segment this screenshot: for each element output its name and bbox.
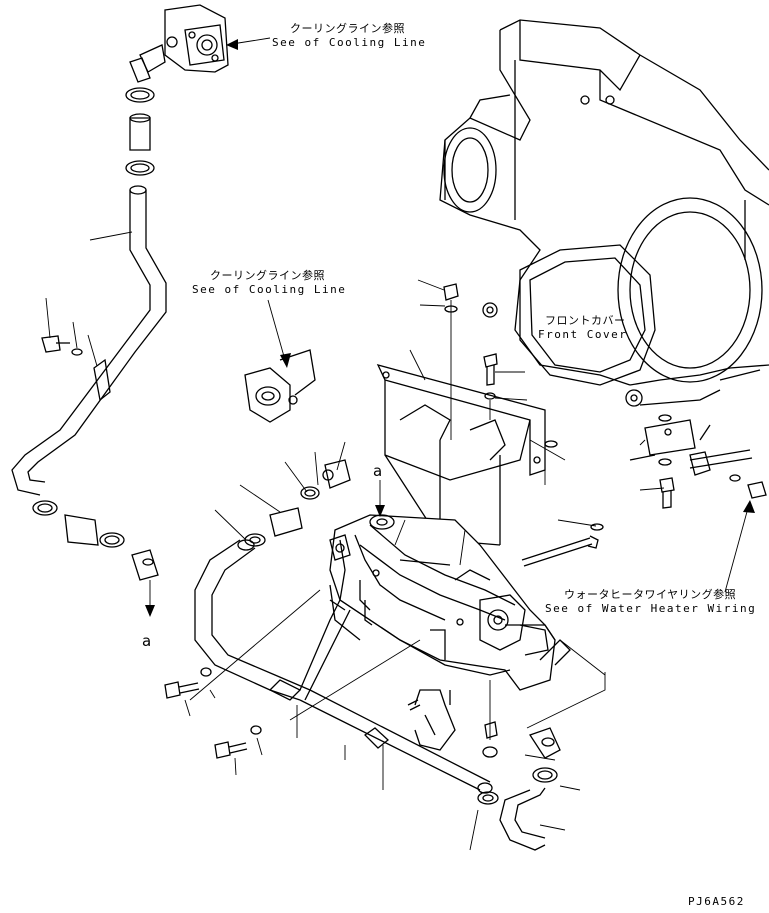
front-cover-jp: フロントカバー: [545, 314, 626, 327]
heater-wiring-jp: ウォータヒータワイヤリング参照: [564, 588, 737, 601]
side-bracket: [629, 414, 767, 509]
marker-a-top: a: [373, 462, 384, 480]
cooling-line-top-en: See of Cooling Line: [272, 36, 427, 49]
marker-a-left: a: [142, 632, 153, 650]
front-cover-en: Front Cover: [538, 328, 628, 341]
lower-fasteners: [164, 667, 262, 759]
middle-hose-assembly: [194, 349, 499, 805]
drawing-code: PJ6A562: [688, 895, 745, 908]
lower-hose-assembly: [407, 690, 561, 851]
cooling-line-mid-en: See of Cooling Line: [192, 283, 347, 296]
front-cover: [439, 19, 769, 407]
heater-wiring-en: See of Water Heater Wiring: [545, 602, 757, 615]
annotation-leaders: [45, 37, 755, 790]
leader-lines: [409, 279, 665, 851]
cooling-line-mid-jp: クーリングライン参照: [210, 269, 325, 282]
upper-hose-assembly: [11, 4, 229, 581]
water-heater: [329, 514, 571, 751]
cooling-line-top-jp: クーリングライン参照: [290, 22, 405, 35]
